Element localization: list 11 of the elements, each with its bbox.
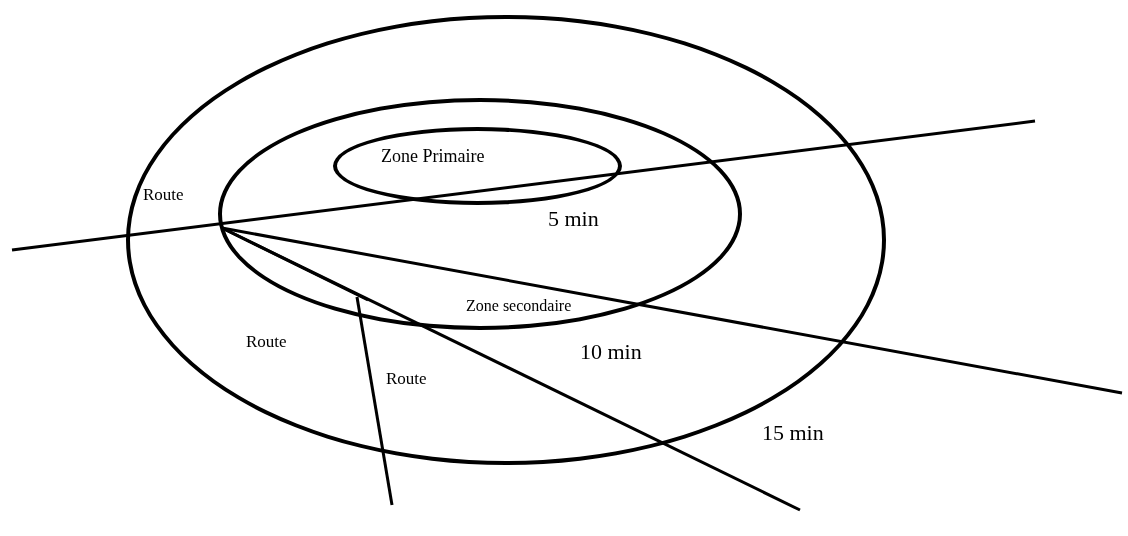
travel-time-label: 15 min bbox=[762, 421, 824, 446]
travel-time-label: 10 min bbox=[580, 340, 642, 365]
zone-label: Zone secondaire bbox=[466, 297, 572, 315]
zone-ellipse bbox=[126, 15, 886, 465]
road-label: Route bbox=[246, 333, 287, 352]
travel-time-label: 5 min bbox=[548, 207, 599, 232]
zone-ellipse bbox=[333, 127, 622, 205]
road-label: Route bbox=[143, 186, 184, 205]
zone-label: Zone Primaire bbox=[381, 147, 485, 167]
road-label: Route bbox=[386, 370, 427, 389]
zone-ellipse bbox=[218, 98, 742, 330]
